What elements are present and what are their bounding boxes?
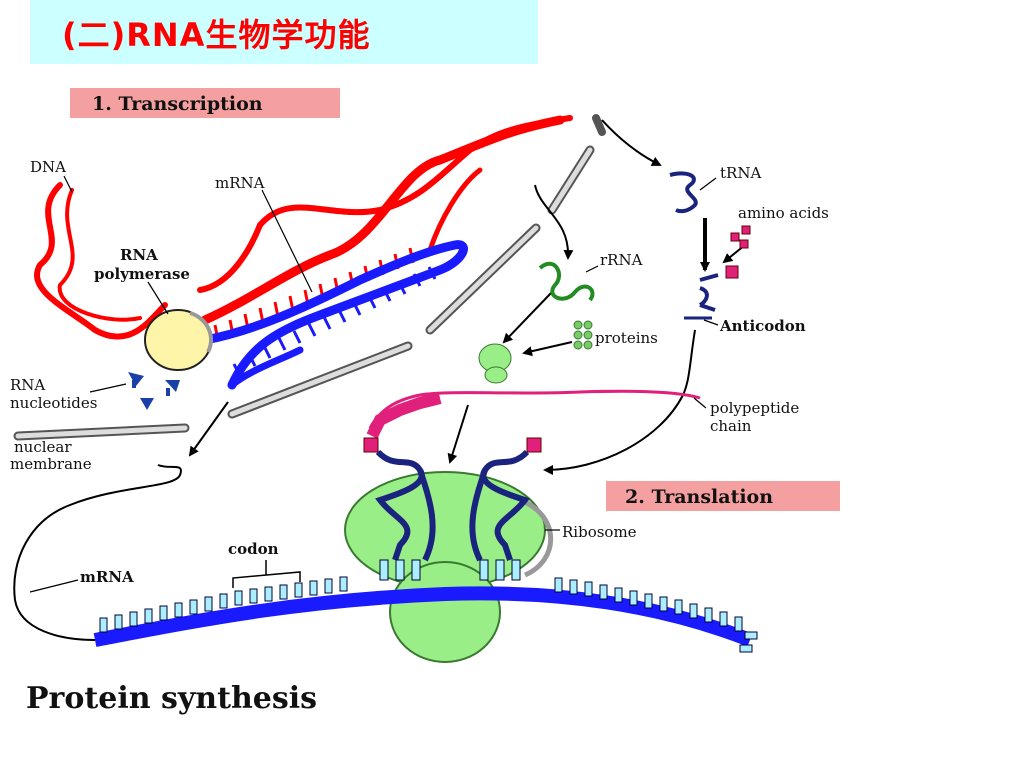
label-rrna: rRNA xyxy=(600,251,643,269)
label-trna: tRNA xyxy=(720,164,761,182)
label-anticodon: Anticodon xyxy=(719,317,806,335)
label-rna-polymerase-1: RNA xyxy=(120,246,158,264)
label-polypeptide-2: chain xyxy=(710,417,752,435)
translation-header: 2. Translation xyxy=(606,481,840,511)
label-nuclear-membrane-1: nuclear xyxy=(14,438,72,456)
mrna-exit xyxy=(13,464,182,641)
mrna-strand-bottom xyxy=(93,559,758,653)
polypeptide-chain xyxy=(366,389,701,439)
codon-bracket xyxy=(232,560,301,588)
ribosome-subunit-forming xyxy=(478,343,512,384)
mrna-transcript xyxy=(200,240,468,390)
trna-in-ribosome xyxy=(363,437,542,562)
label-ribosome: Ribosome xyxy=(562,523,637,541)
rna-nucleotides xyxy=(128,372,180,410)
translation-header-text: 2. Translation xyxy=(625,486,773,508)
label-rna-polymerase-2: polymerase xyxy=(94,265,190,283)
label-leaders xyxy=(29,175,719,593)
transcription-header-text: 1. Transcription xyxy=(92,93,263,115)
label-dna: DNA xyxy=(30,158,66,176)
nuclear-membrane xyxy=(13,114,606,441)
label-nuclear-membrane-2: membrane xyxy=(10,455,92,473)
label-mrna-bottom: mRNA xyxy=(80,568,134,586)
transcription-header: 1. Transcription xyxy=(70,88,340,118)
rna-polymerase xyxy=(144,309,214,371)
process-arrows xyxy=(188,119,746,475)
protein-subunits xyxy=(573,320,593,350)
label-polypeptide-1: polypeptide xyxy=(710,399,799,417)
label-amino-acids: amino acids xyxy=(738,204,829,222)
rrna-molecule xyxy=(538,261,595,302)
label-codon: codon xyxy=(228,540,279,558)
label-mrna-top: mRNA xyxy=(215,174,265,192)
trna-molecule xyxy=(669,171,698,214)
diagram-caption: Protein synthesis xyxy=(26,681,317,716)
amino-acids xyxy=(730,225,751,249)
charged-trna xyxy=(684,265,739,320)
label-rna-nucleotides-1: RNA xyxy=(10,376,45,394)
slide-title: (二)RNA生物学功能 xyxy=(62,16,371,54)
label-rna-nucleotides-2: nucleotides xyxy=(10,394,97,412)
label-proteins: proteins xyxy=(595,329,658,347)
mrna-bases xyxy=(232,266,437,377)
slide-title-box: (二)RNA生物学功能 xyxy=(30,0,538,64)
dna-helix xyxy=(34,115,573,340)
